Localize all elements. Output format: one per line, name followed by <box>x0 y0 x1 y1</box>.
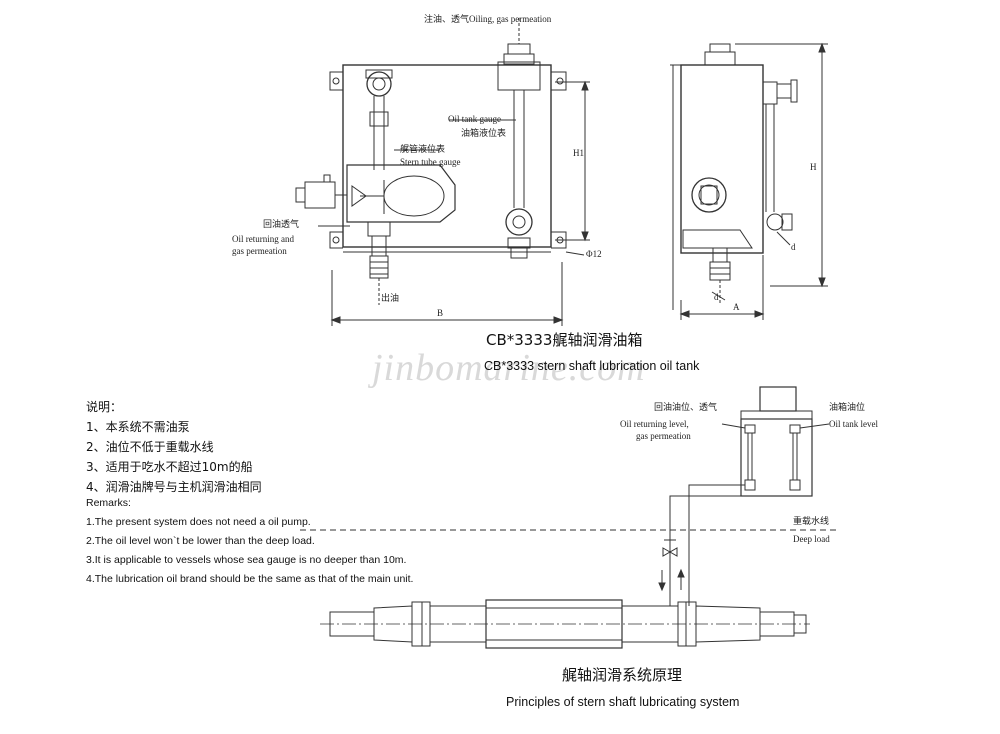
label-oiling-gas-permeation: 注油、透气Oiling, gas permeation <box>424 13 552 24</box>
label-oil-tank-gauge-cn: 油箱液位表 <box>461 127 506 139</box>
remark-item-2: 2.The oil level won`t be lower than the … <box>86 535 315 547</box>
label-deep-load-en: Deep load <box>793 534 830 544</box>
note-item-4: 4、润滑油牌号与主机润滑油相同 <box>86 480 262 494</box>
remark-item-3: 3.It is applicable to vessels whose sea … <box>86 554 407 566</box>
note-item-3: 3、适用于吃水不超过10m的船 <box>86 460 253 474</box>
label-oil-return-en-line1: Oil returning and <box>232 234 294 244</box>
label-stern-tube-gauge-cn: 艉管液位表 <box>400 143 445 155</box>
title-top-en: CB*3333 stern shaft lubrication oil tank <box>484 359 700 373</box>
dimension-H1: H1 <box>573 148 584 158</box>
notes-heading: 说明： <box>86 400 123 414</box>
label-oil-outlet: 出油 <box>381 292 399 304</box>
side-view-oil-tank <box>670 42 828 320</box>
remark-item-1: 1.The present system does not need a oil… <box>86 516 311 528</box>
remarks-heading: Remarks: <box>86 497 131 509</box>
title-bottom-en: Principles of stern shaft lubricating sy… <box>506 695 739 709</box>
label-return-level-en-line2: gas permeation <box>636 431 691 441</box>
label-tank-level-cn: 油箱油位 <box>829 401 865 413</box>
label-oil-tank-gauge-en: Oil tank gauge <box>448 114 501 124</box>
dimension-B: B <box>437 308 443 318</box>
dimension-phi12: Φ12 <box>586 249 602 259</box>
system-principle-diagram <box>300 386 840 649</box>
label-oil-return-en-line2: gas permeation <box>232 246 287 256</box>
note-item-2: 2、油位不低于重载水线 <box>86 440 214 454</box>
dimension-d-bottom: d <box>714 292 719 302</box>
remark-item-4: 4.The lubrication oil brand should be th… <box>86 573 414 585</box>
stern-shaft <box>320 599 810 649</box>
label-tank-level-en: Oil tank level <box>829 419 878 429</box>
label-return-level-en-line1: Oil returning level, <box>620 419 689 429</box>
label-deep-load-cn: 重载水线 <box>793 515 829 527</box>
watermark: jinbomarine.com <box>367 347 646 389</box>
title-top-cn: CB*3333艉轴润滑油箱 <box>486 331 642 349</box>
dimension-H: H <box>810 162 817 172</box>
label-return-level-cn: 回油油位、透气 <box>654 401 717 413</box>
front-view-oil-tank <box>295 18 590 326</box>
note-item-1: 1、本系统不需油泵 <box>86 420 190 434</box>
label-oil-return-cn: 回油透气 <box>263 218 299 230</box>
dimension-A: A <box>733 302 740 312</box>
label-stern-tube-gauge-en: Stern tube gauge <box>400 157 460 167</box>
title-bottom-cn: 艉轴润滑系统原理 <box>562 666 682 684</box>
dimension-d-side: d <box>791 242 796 252</box>
